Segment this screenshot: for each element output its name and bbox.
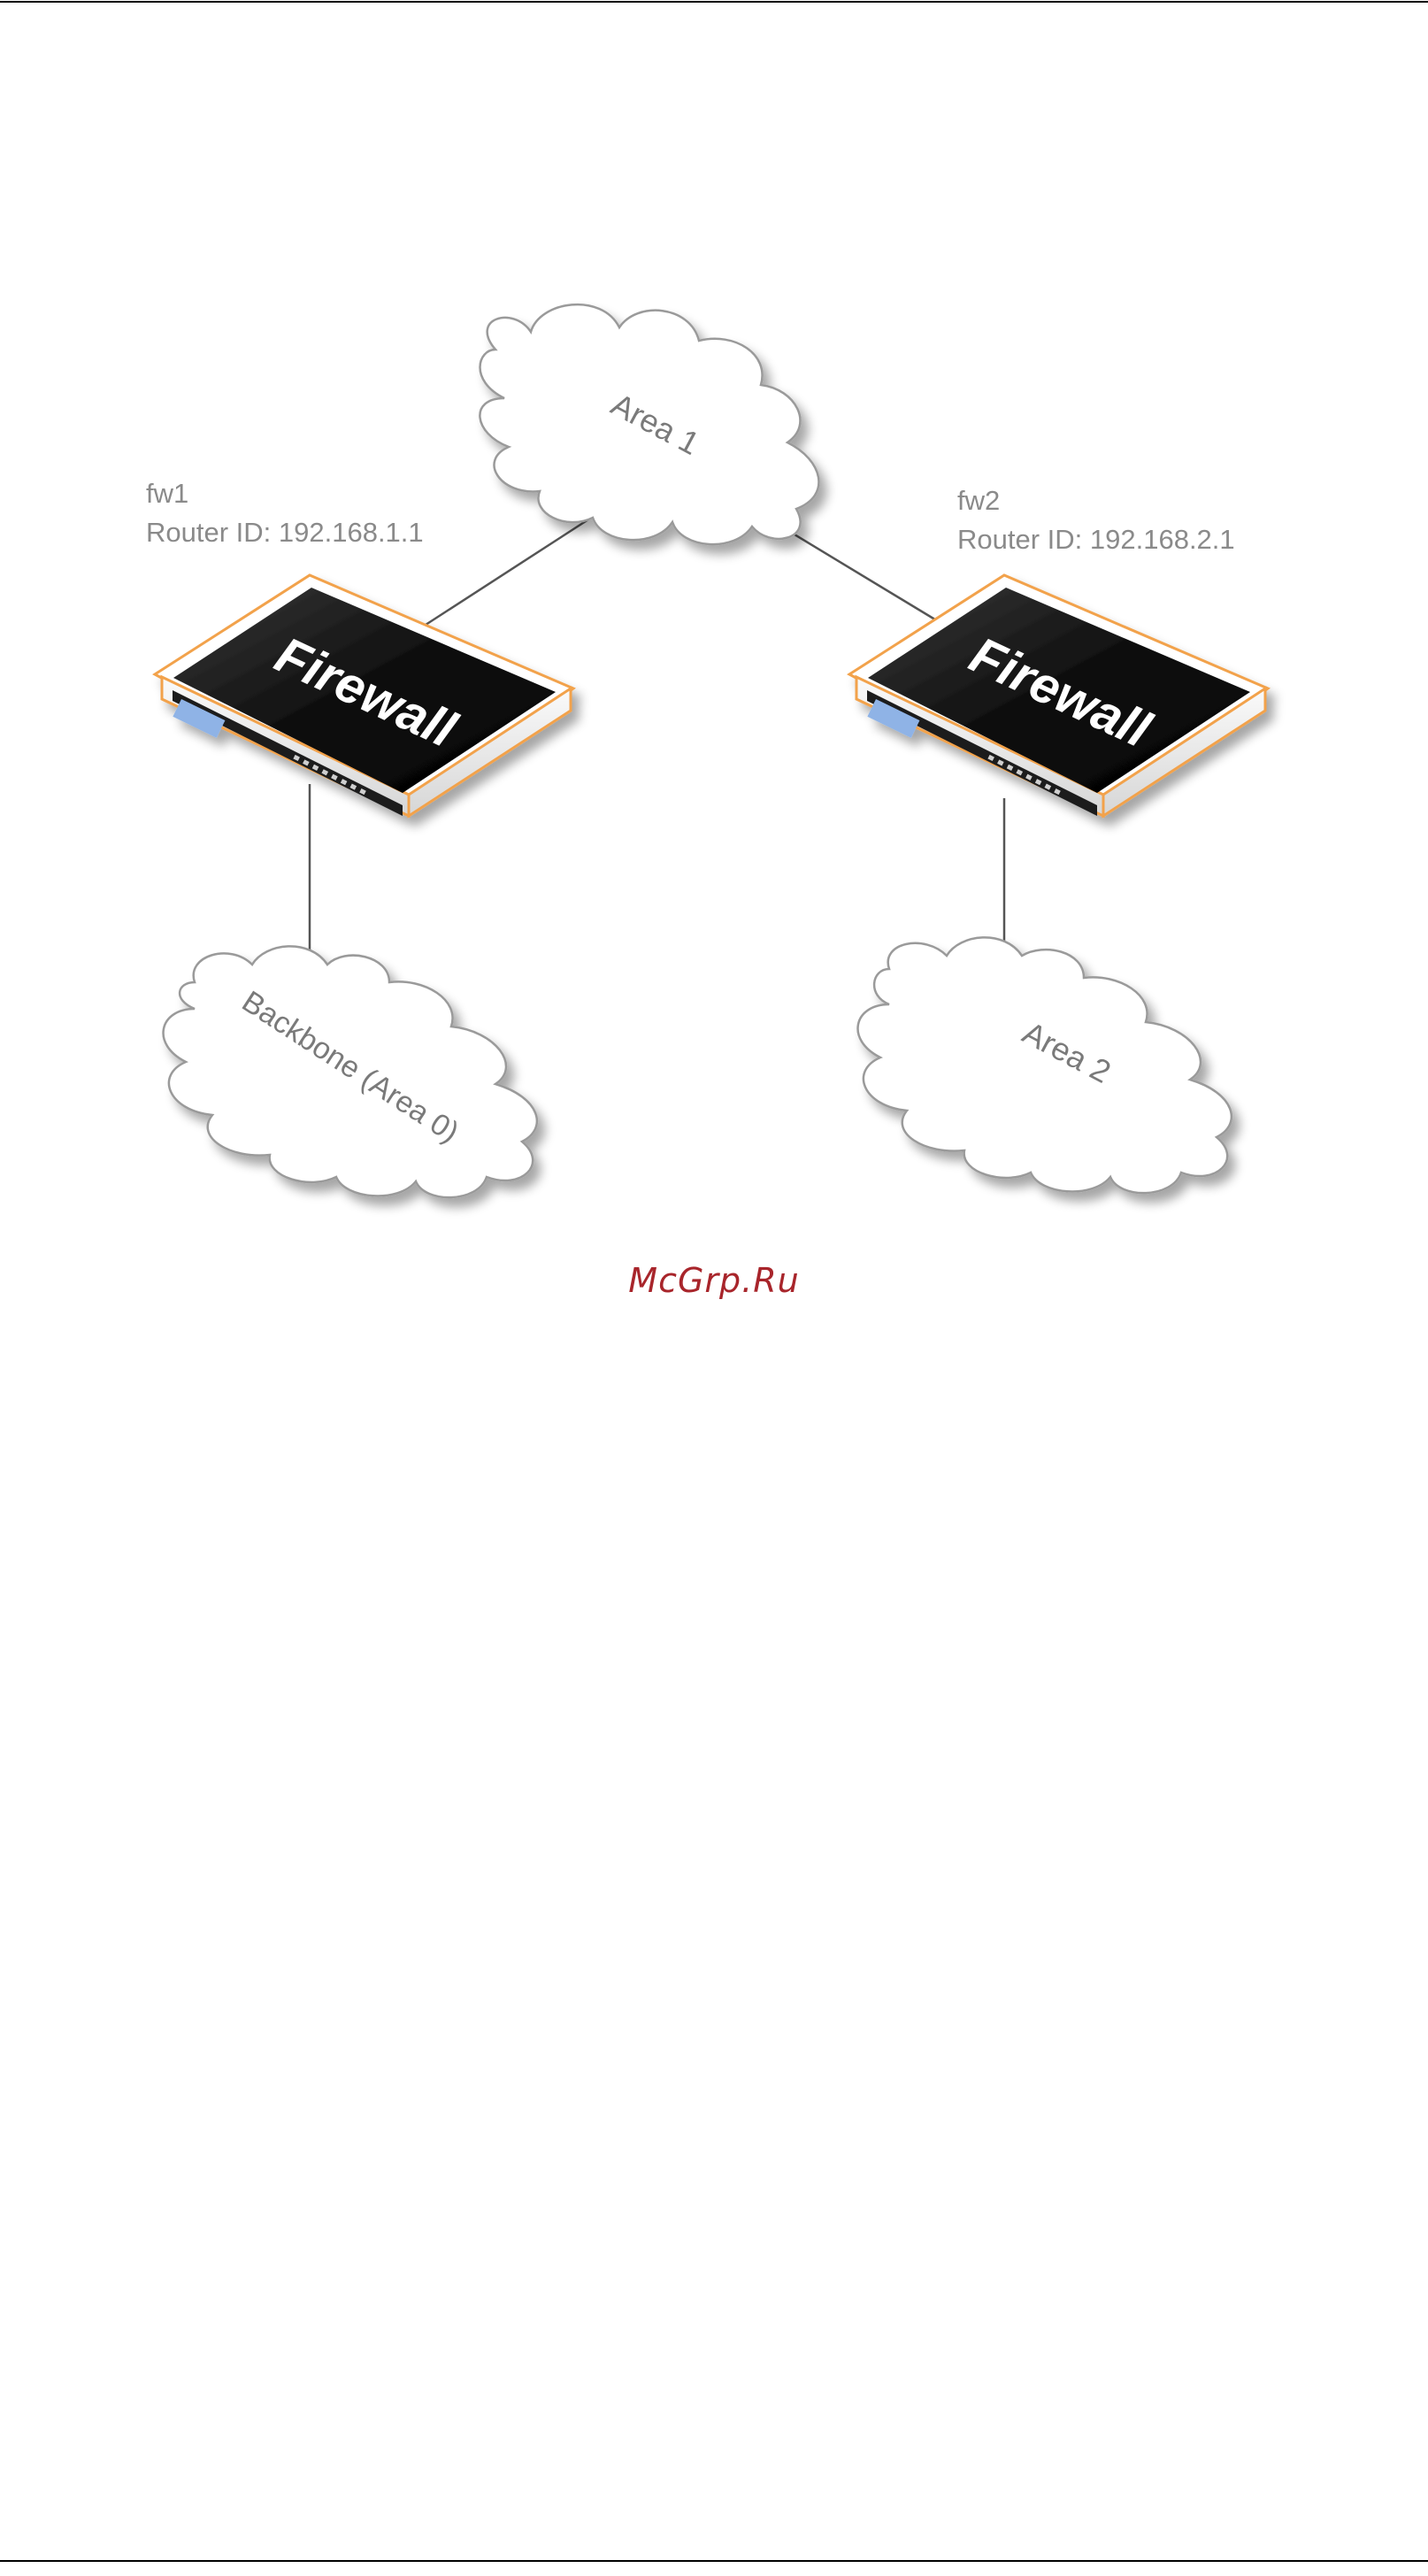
fw2-router-id: Router ID: 192.168.2.1 [957, 524, 1235, 555]
watermark-text[interactable]: McGrp.Ru [0, 1261, 1428, 1300]
cloud-backbone: Backbone (Area 0) [164, 946, 537, 1197]
firewall-fw1: Firewall [155, 575, 573, 816]
fw2-name: fw2 [957, 485, 1000, 516]
cloud-area2: Area 2 [858, 937, 1232, 1193]
fw1-labels: fw1 Router ID: 192.168.1.1 [146, 478, 424, 548]
fw1-router-id: Router ID: 192.168.1.1 [146, 517, 424, 548]
fw1-name: fw1 [146, 478, 188, 509]
firewall-fw2: Firewall [849, 575, 1268, 816]
bottom-rule [0, 2560, 1428, 2562]
cloud-area1: Area 1 [480, 304, 818, 544]
fw2-labels: fw2 Router ID: 192.168.2.1 [957, 485, 1235, 555]
